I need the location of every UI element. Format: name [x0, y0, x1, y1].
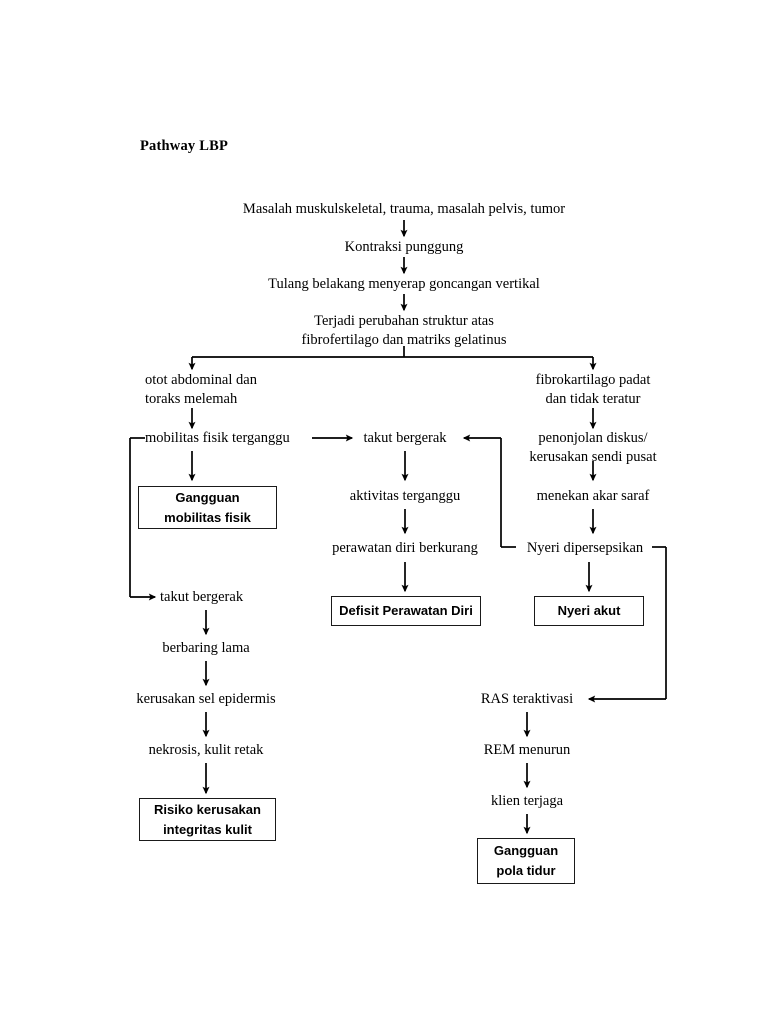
node-penonjolan-diskus: penonjolan diskus/ kerusakan sendi pusat [529, 429, 656, 467]
node-terjadi-perubahan-struktur: Terjadi perubahan struktur atas fibrofer… [302, 312, 507, 350]
node-kerusakan-sel-epidermis: kerusakan sel epidermis [136, 691, 276, 707]
node-fibrokartilago-padat-line2: dan tidak teratur [545, 391, 641, 407]
box-gangguan-mobilitas-fisik: Gangguan mobilitas fisik [138, 486, 277, 529]
node-masalah-muskulskeletal: Masalah muskulskeletal, trauma, masalah … [242, 201, 566, 217]
node-fibrokartilago-padat: fibrokartilago padat dan tidak teratur [536, 371, 651, 409]
node-tulang-belakang: Tulang belakang menyerap goncangan verti… [268, 276, 540, 292]
node-menekan-akar-saraf: menekan akar saraf [536, 488, 650, 504]
node-rem-menurun: REM menurun [483, 742, 571, 758]
node-otot-abdominal-line1: otot abdominal dan [145, 372, 257, 388]
node-kontraksi-punggung: Kontraksi punggung [344, 239, 464, 255]
node-fibrokartilago-padat-line1: fibrokartilago padat [535, 372, 651, 388]
node-ras-teraktivasi: RAS teraktivasi [480, 691, 574, 707]
box-gangguan-pola-tidur: Gangguan pola tidur [477, 838, 575, 884]
page-title: Pathway LBP [140, 138, 228, 154]
node-takut-bergerak-top: takut bergerak [363, 430, 447, 446]
node-penonjolan-diskus-line1: penonjolan diskus/ [538, 430, 648, 446]
node-terjadi-perubahan-struktur-line2: fibrofertilago dan matriks gelatinus [301, 332, 507, 348]
box-defisit-perawatan-diri: Defisit Perawatan Diri [331, 596, 481, 626]
node-penonjolan-diskus-line2: kerusakan sendi pusat [529, 449, 657, 465]
node-terjadi-perubahan-struktur-line1: Terjadi perubahan struktur atas [314, 313, 494, 329]
node-perawatan-diri-berkurang: perawatan diri berkurang [332, 540, 478, 556]
node-klien-terjaga: klien terjaga [490, 793, 564, 809]
node-nyeri-dipersepsikan: Nyeri dipersepsikan [526, 540, 644, 556]
box-risiko-kerusakan-integritas-kulit: Risiko kerusakan integritas kulit [139, 798, 276, 841]
box-nyeri-akut: Nyeri akut [534, 596, 644, 626]
node-otot-abdominal: otot abdominal dan toraks melemah [145, 371, 257, 409]
node-berbaring-lama: berbaring lama [162, 640, 250, 656]
node-aktivitas-terganggu: aktivitas terganggu [349, 488, 461, 504]
node-mobilitas-fisik-terganggu: mobilitas fisik terganggu [145, 430, 290, 446]
node-nekrosis-kulit-retak: nekrosis, kulit retak [148, 742, 264, 758]
node-otot-abdominal-line2: toraks melemah [145, 391, 238, 407]
node-takut-bergerak-bottom: takut bergerak [160, 589, 244, 605]
